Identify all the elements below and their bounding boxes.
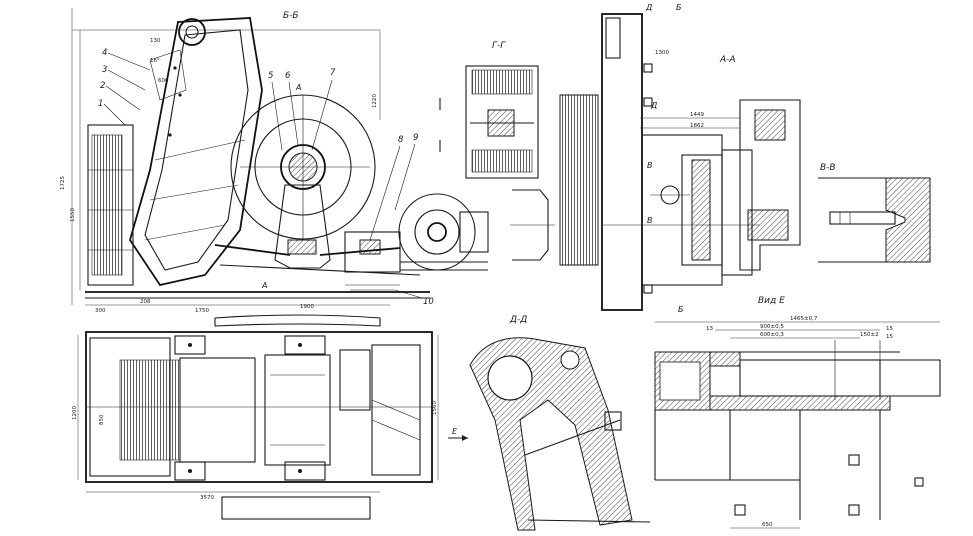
dim-1560: 1560	[432, 401, 438, 415]
part-number-10: 10	[423, 297, 434, 307]
part-number-3: 3	[102, 65, 107, 75]
view-e: Вид Е 1465±0,7 900±0,5 600±0,3 150±2 15 …	[654, 296, 941, 529]
view-g-g-section: Г-Г	[439, 41, 539, 179]
dim-vid-e-15a: 15	[886, 326, 893, 332]
view-title-a-a: А-А	[719, 55, 736, 65]
vid-e-bottom-section	[709, 395, 891, 411]
section-marker-a-top: А	[295, 83, 301, 92]
dim-vid-e-900: 900±0,5	[760, 324, 784, 330]
dim-vid-e-650: 650	[762, 522, 773, 528]
view-title-v-v: В-В	[820, 163, 836, 173]
part-number-leaders: 4 3 2 1 5 6 7 8 9 10	[98, 48, 434, 307]
view-v-v-section: В-В	[818, 163, 931, 263]
v-v-wall-section	[885, 177, 931, 263]
view-title-vid-e: Вид Е	[758, 296, 785, 306]
part-number-1: 1	[98, 99, 103, 109]
section-marker-b-top: Б	[676, 3, 682, 12]
motor-pulley	[398, 193, 476, 271]
view-a-a-front-section: А-А 1300 1449 1862 Д Б Д В В Б	[510, 3, 801, 314]
plan-jaw-teeth	[119, 359, 181, 461]
part-number-6: 6	[285, 71, 291, 81]
view-title-g-g: Г-Г	[492, 41, 506, 51]
view-b-b-side-section: Б-Б 1725 1550 1220 130 16° 600	[60, 8, 489, 314]
dim-16deg: 16°	[150, 58, 160, 64]
part-number-2: 2	[100, 81, 105, 91]
dim-600: 600	[158, 78, 169, 84]
part-number-8: 8	[398, 135, 404, 145]
dim-130: 130	[150, 38, 161, 44]
dim-850: 850	[99, 414, 105, 425]
dim-208: 208	[140, 299, 151, 305]
section-marker-d-top: Д	[645, 3, 652, 12]
top-plan-view: 3570 1200 1560 850 Е	[72, 314, 468, 520]
connecting-rod	[274, 184, 331, 269]
eccentric-bore	[178, 18, 206, 46]
dim-300: 300	[95, 308, 106, 314]
motor-body	[459, 211, 489, 253]
view-title-b-b: Б-Б	[283, 11, 299, 21]
part-number-9: 9	[413, 133, 418, 143]
section-marker-v-top: В	[647, 161, 653, 170]
plan-frame-center	[264, 354, 331, 466]
dim-1220: 1220	[372, 94, 378, 108]
view-title-d-d: Д-Д	[509, 315, 527, 325]
section-marker-v-bottom: В	[647, 216, 653, 225]
dim-3570: 3570	[200, 495, 214, 501]
section-marker-d-mid: Д	[650, 101, 657, 110]
dim-1725: 1725	[60, 176, 66, 190]
dim-vid-e-600: 600±0,3	[760, 332, 784, 338]
swing-jaw-body	[129, 17, 263, 287]
a-a-flywheel-grooves	[559, 94, 599, 266]
g-g-ribs-bottom	[471, 149, 533, 173]
dim-1550: 1550	[70, 208, 76, 222]
part-number-5: 5	[268, 71, 273, 81]
dim-1300: 1300	[655, 50, 669, 56]
dim-vid-e-1465: 1465±0,7	[790, 316, 818, 322]
v-v-bolt	[829, 211, 896, 225]
dim-1900: 1900	[300, 304, 314, 310]
dim-vid-e-13: 13	[706, 326, 713, 332]
dim-1862: 1862	[690, 123, 704, 129]
dim-1750: 1750	[195, 308, 209, 314]
d-d-bore	[487, 355, 533, 401]
section-marker-b-bottom: Б	[678, 305, 684, 314]
dim-vid-e-15b: 15	[886, 334, 893, 340]
fixed-jaw-plate	[91, 134, 123, 276]
view-d-d-section: Д-Д	[469, 315, 651, 531]
dim-1200: 1200	[72, 406, 78, 420]
part-number-7: 7	[330, 68, 336, 78]
front-toggle-plate	[214, 244, 291, 256]
dim-vid-e-150: 150±2	[860, 332, 879, 338]
g-g-ribs-top	[471, 69, 533, 95]
part-number-4: 4	[102, 48, 107, 58]
dim-1449: 1449	[690, 112, 704, 118]
section-marker-a-bottom: А	[261, 281, 267, 290]
view-marker-e: Е	[452, 427, 458, 436]
fixed-jaw-frame	[87, 124, 134, 286]
